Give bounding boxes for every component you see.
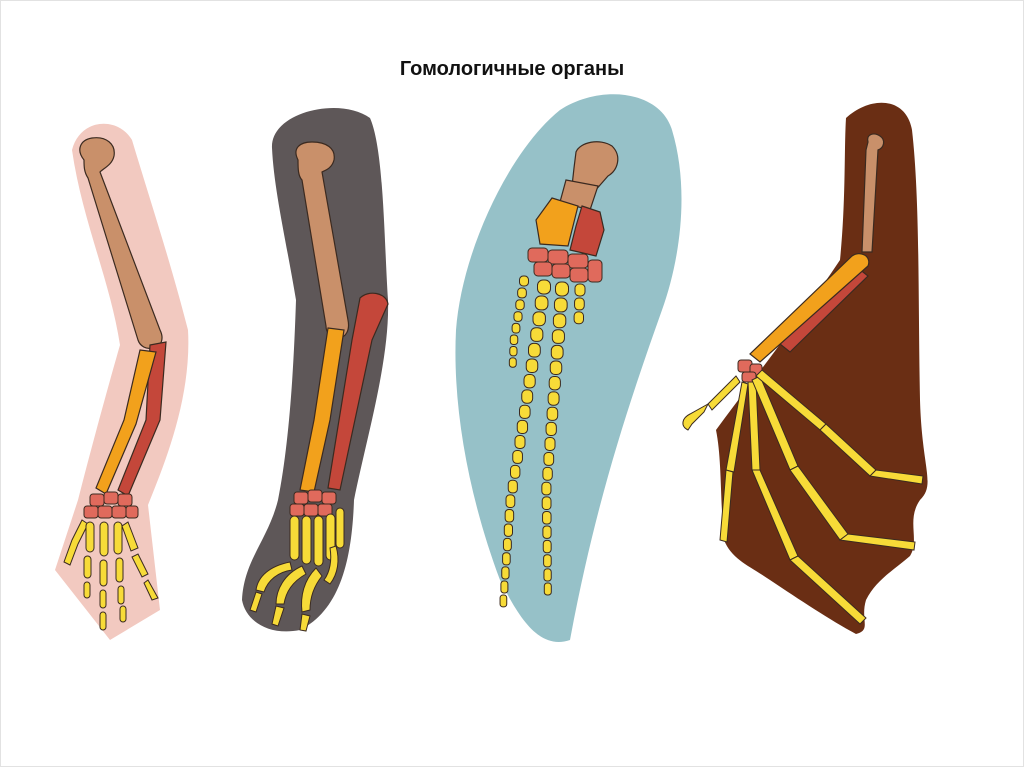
cat-ulna xyxy=(327,292,389,491)
whale-phalanx xyxy=(543,554,552,568)
whale-phalanx xyxy=(544,437,556,451)
bat-wing xyxy=(682,102,928,634)
whale-phalanx xyxy=(548,376,561,391)
cat-humerus xyxy=(295,141,350,339)
whale-flipper-silhouette xyxy=(455,94,682,642)
whale-phalanx xyxy=(509,334,519,345)
whale-phalanx xyxy=(550,344,564,360)
whale-phalanx xyxy=(553,297,568,313)
whale-phalanx xyxy=(523,374,536,389)
cat-foreleg xyxy=(242,107,389,632)
diagram-title: Гомологичные органы xyxy=(399,58,625,80)
whale-radius xyxy=(535,197,579,247)
human-humerus xyxy=(79,137,163,350)
whale-phalanx xyxy=(519,404,531,419)
whale-phalanx xyxy=(502,552,511,566)
human-phalanges xyxy=(63,519,159,631)
human-carpals xyxy=(83,491,139,519)
whale-phalanx xyxy=(543,582,552,596)
whale-phalanx xyxy=(541,496,552,510)
whale-phalanx xyxy=(542,466,553,481)
whale-phalanx xyxy=(547,391,560,406)
cat-phalanges xyxy=(249,507,345,632)
bat-phalanges xyxy=(682,369,924,625)
whale-phalanx xyxy=(545,421,557,436)
whale-phalanx xyxy=(537,279,551,295)
bat-humerus xyxy=(861,133,885,253)
whale-phalanx xyxy=(532,311,546,327)
whale-phalanx xyxy=(541,481,552,496)
whale-humerus xyxy=(571,141,619,193)
whale-phalanx xyxy=(517,287,527,299)
cat-foreleg-silhouette xyxy=(242,107,389,632)
whale-phalanx xyxy=(519,275,529,287)
whale-phalanx xyxy=(509,346,518,357)
whale-phalanx xyxy=(543,568,552,582)
whale-phalanx xyxy=(500,580,509,594)
whale-phalanx xyxy=(555,281,569,297)
whale-phalanx xyxy=(516,419,529,434)
whale-phalanx xyxy=(513,311,523,322)
whale-ulna xyxy=(569,205,605,257)
whale-phalanx xyxy=(542,525,552,539)
whale-phalanx xyxy=(530,327,544,342)
whale-phalanx xyxy=(534,295,549,311)
bat-radius xyxy=(749,253,870,363)
human-arm xyxy=(55,123,189,641)
whale-phalanges xyxy=(499,275,586,608)
whale-phalanx xyxy=(510,464,521,479)
cat-carpals xyxy=(289,489,337,517)
whale-phalanx xyxy=(551,329,565,344)
whale-phalanx xyxy=(542,511,552,525)
whale-phalanx xyxy=(501,566,510,580)
whale-phalanx xyxy=(528,342,541,358)
whale-flipper xyxy=(455,94,682,642)
whale-phalanx xyxy=(573,311,584,325)
whale-phalanx xyxy=(542,539,552,554)
whale-carpals xyxy=(527,247,603,283)
whale-phalanx xyxy=(514,435,526,449)
whale-phalanx xyxy=(507,479,518,494)
whale-phalanx xyxy=(525,358,539,373)
whale-phalanx xyxy=(549,360,563,375)
whale-phalanx xyxy=(511,322,521,334)
whale-phalanx xyxy=(508,357,517,368)
whale-phalanx xyxy=(521,389,534,404)
whale-phalanx xyxy=(552,313,567,329)
whale-phalanx xyxy=(574,283,586,297)
whale-phalanx xyxy=(543,452,555,466)
whale-phalanx xyxy=(574,297,585,311)
whale-phalanx xyxy=(503,523,513,537)
whale-phalanx xyxy=(546,406,559,421)
whale-phalanx xyxy=(502,537,512,552)
whale-phalanx xyxy=(512,450,523,464)
whale-phalanx xyxy=(505,494,516,508)
whale-phalanx xyxy=(499,594,508,608)
whale-phalanx xyxy=(504,509,515,523)
whale-phalanx xyxy=(515,299,525,311)
